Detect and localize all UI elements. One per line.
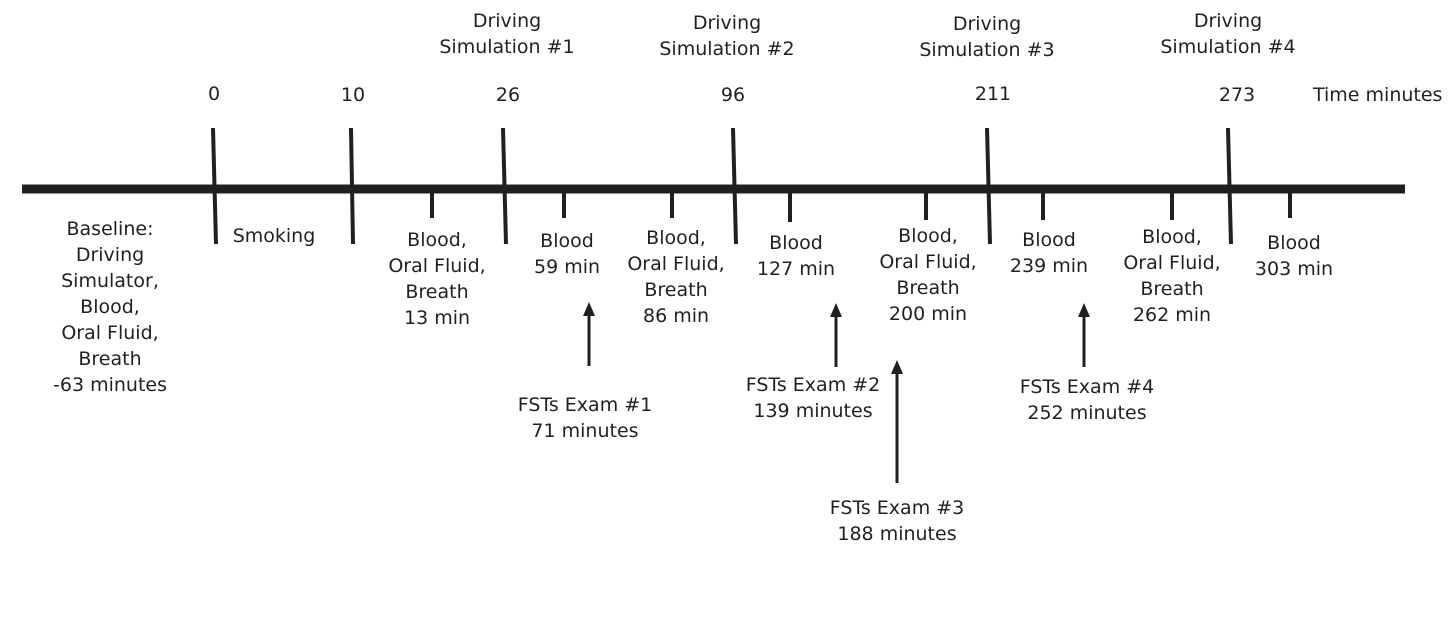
tick-value-96: 96 [720, 84, 746, 106]
major-tick-10 [349, 127, 355, 245]
tick-value-10: 10 [340, 84, 366, 106]
sample-127-label: Blood 127 min [756, 232, 836, 280]
baseline-label: Baseline: Driving Simulator, Blood, Oral… [53, 218, 167, 396]
fst3-arrow [891, 360, 903, 483]
tick-value-211: 211 [974, 83, 1012, 105]
fst-exam-4-label: FSTs Exam #4 252 minutes [1019, 376, 1155, 424]
sample-86-label: Blood, Oral Fluid, Breath 86 min [627, 227, 725, 327]
fst-exam-2-label: FSTs Exam #2 139 minutes [745, 374, 881, 422]
tick-value-0: 0 [207, 83, 221, 105]
fst2-arrow [830, 303, 842, 367]
sample-200-label: Blood, Oral Fluid, Breath 200 min [879, 225, 977, 325]
major-tick-273 [1226, 127, 1233, 245]
sample-13-label: Blood, Oral Fluid, Breath 13 min [388, 229, 486, 329]
fst-exam-1-label: FSTs Exam #1 71 minutes [517, 394, 653, 442]
tick-value-273: 273 [1218, 84, 1256, 106]
fst4-arrow [1078, 303, 1090, 367]
tick-value-26: 26 [495, 84, 521, 106]
major-tick-26 [501, 127, 508, 245]
driving-sim-2-title: Driving Simulation #2 [659, 12, 795, 60]
smoking-label: Smoking [232, 225, 316, 247]
axis-label: Time minutes [1313, 84, 1443, 106]
sample-239-label: Blood 239 min [1009, 229, 1089, 277]
major-tick-96 [731, 127, 738, 245]
driving-sim-4-title: Driving Simulation #4 [1160, 10, 1296, 58]
sample-59-label: Blood 59 min [533, 230, 601, 278]
major-tick-0 [211, 127, 218, 245]
sample-262-label: Blood, Oral Fluid, Breath 262 min [1123, 226, 1221, 326]
fst1-arrow [583, 302, 595, 366]
major-tick-211 [985, 127, 992, 245]
driving-sim-3-title: Driving Simulation #3 [919, 13, 1055, 61]
fst-exam-3-label: FSTs Exam #3 188 minutes [829, 497, 965, 545]
sample-303-label: Blood 303 min [1254, 232, 1334, 280]
driving-sim-1-title: Driving Simulation #1 [439, 10, 575, 58]
